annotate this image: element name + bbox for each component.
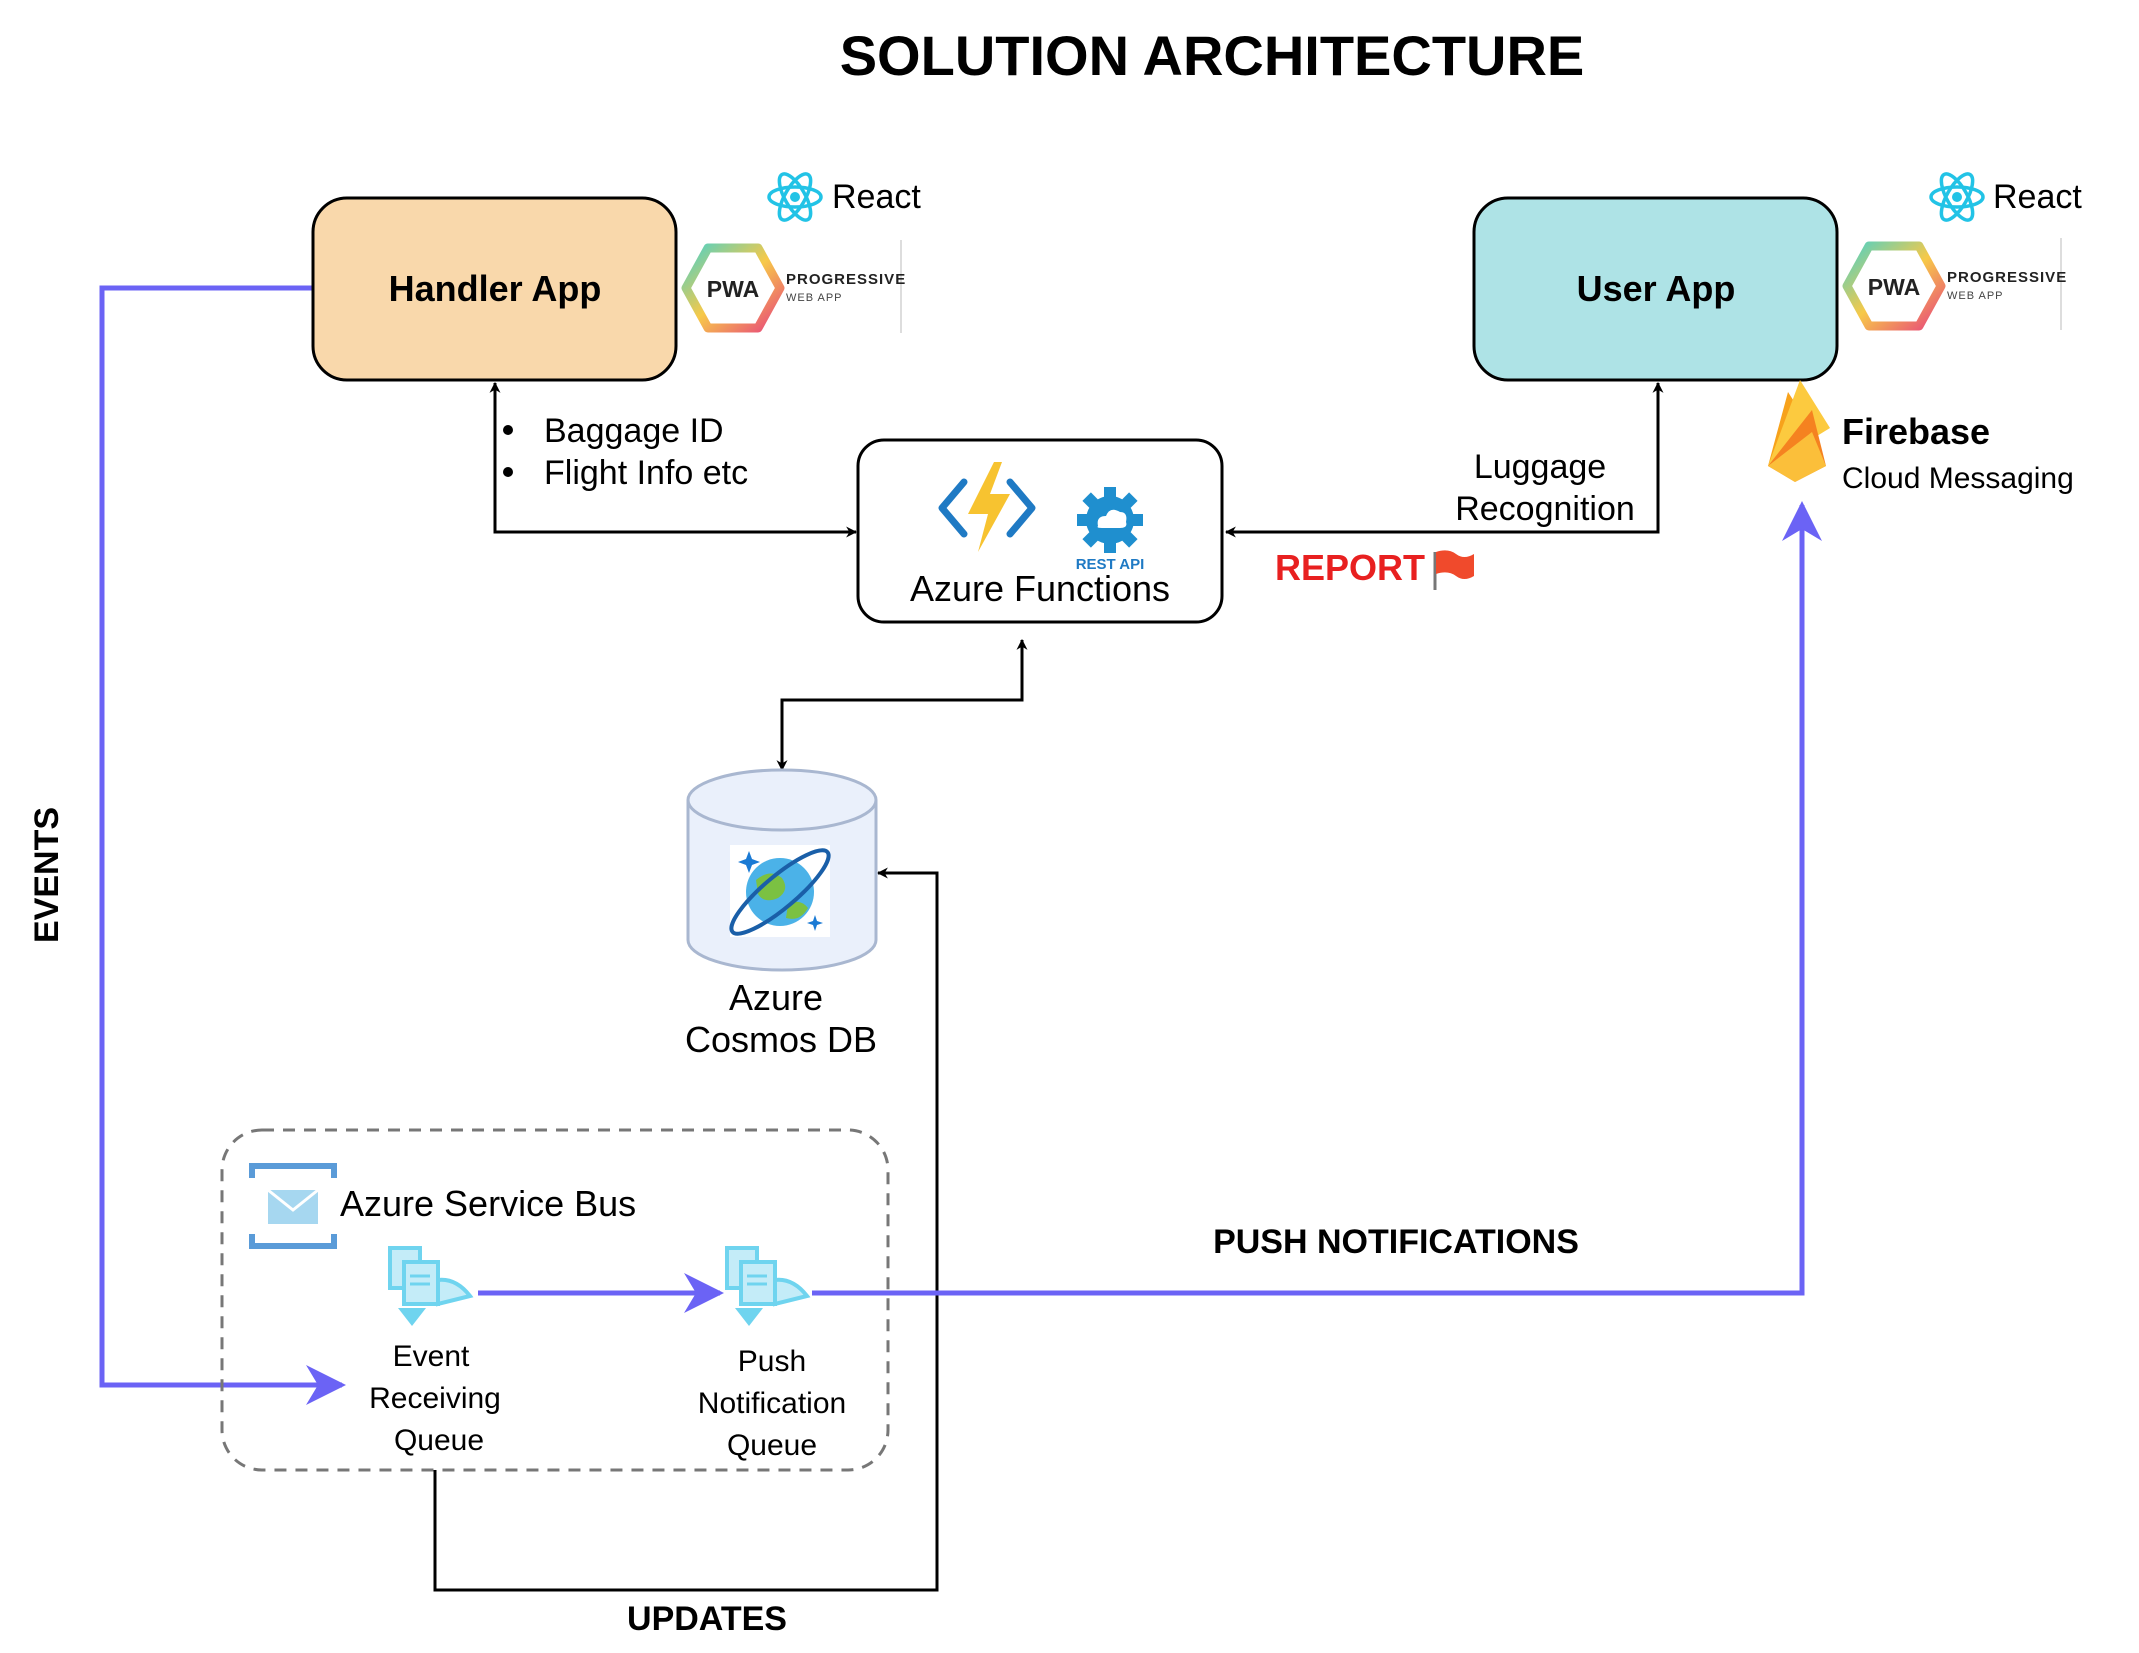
user-pwa-badge: PWA — [1868, 274, 1920, 300]
firebase-title: Firebase — [1842, 411, 1990, 452]
bullet-icon — [503, 425, 513, 435]
user-pwa-line2: WEB APP — [1947, 290, 2004, 302]
push-queue-icon[interactable] — [725, 1246, 811, 1326]
azure-functions-label: Azure Functions — [910, 568, 1170, 609]
user-pwa-line1: PROGRESSIVE — [1947, 269, 2067, 286]
push-queue-line: Notification — [698, 1387, 846, 1420]
luggage-line2: Recognition — [1455, 490, 1635, 528]
red-flag-icon — [1433, 550, 1474, 590]
pwa-logo-icon — [681, 240, 902, 333]
cosmos-db-icon — [729, 845, 831, 937]
service-bus-group — [220, 1128, 890, 1472]
rest-api-label: REST API — [1076, 556, 1145, 573]
firebase-icon — [1768, 380, 1830, 482]
pwa-logo-icon — [1842, 238, 2062, 331]
handler-pwa-line1: PROGRESSIVE — [786, 271, 906, 288]
push-queue-line: Queue — [727, 1429, 817, 1462]
cosmos-line2: Cosmos DB — [685, 1019, 877, 1060]
bullet-icon — [503, 467, 513, 477]
handler-app-box[interactable] — [311, 196, 678, 382]
handler-data-item: Baggage ID — [544, 412, 724, 450]
user-react-label: React — [1993, 178, 2082, 216]
service-bus-title: Azure Service Bus — [340, 1183, 636, 1224]
luggage-line1: Luggage — [1474, 448, 1606, 486]
user-app-label: User App — [1577, 268, 1736, 309]
cosmos-line1: Azure — [729, 977, 823, 1018]
diagram-title: SOLUTION ARCHITECTURE — [840, 24, 1585, 87]
handler-app-label: Handler App — [389, 268, 602, 309]
azure-functions-box[interactable] — [856, 438, 1224, 624]
handler-react-label: React — [832, 178, 921, 216]
handler-pwa-line2: WEB APP — [786, 292, 843, 304]
event-queue-line: Queue — [394, 1424, 484, 1457]
updates-connector — [433, 867, 939, 1592]
azure-functions-icon — [938, 462, 1036, 552]
rest-api-gear-icon — [1077, 487, 1143, 553]
user-functions-connector — [1224, 381, 1664, 538]
react-icon — [767, 172, 823, 222]
push-queue-line: Push — [738, 1345, 806, 1378]
event-queue-icon[interactable] — [388, 1246, 474, 1326]
firebase-subtitle: Cloud Messaging — [1842, 462, 2074, 495]
functions-cosmos-connector — [776, 638, 1028, 772]
service-bus-icon — [249, 1163, 337, 1249]
updates-label: UPDATES — [627, 1600, 787, 1638]
handler-functions-connector — [489, 381, 858, 538]
event-queue-line: Event — [393, 1340, 470, 1373]
handler-pwa-badge: PWA — [707, 276, 759, 302]
event-queue-line: Receiving — [369, 1382, 501, 1415]
handler-data-item: Flight Info etc — [544, 454, 748, 492]
events-label: EVENTS — [28, 807, 66, 943]
user-app-box[interactable] — [1472, 196, 1839, 382]
push-notifications-label: PUSH NOTIFICATIONS — [1213, 1223, 1579, 1261]
push-notifications-connector — [812, 501, 1822, 1296]
react-icon — [1929, 172, 1985, 222]
report-label: REPORT — [1275, 547, 1425, 588]
